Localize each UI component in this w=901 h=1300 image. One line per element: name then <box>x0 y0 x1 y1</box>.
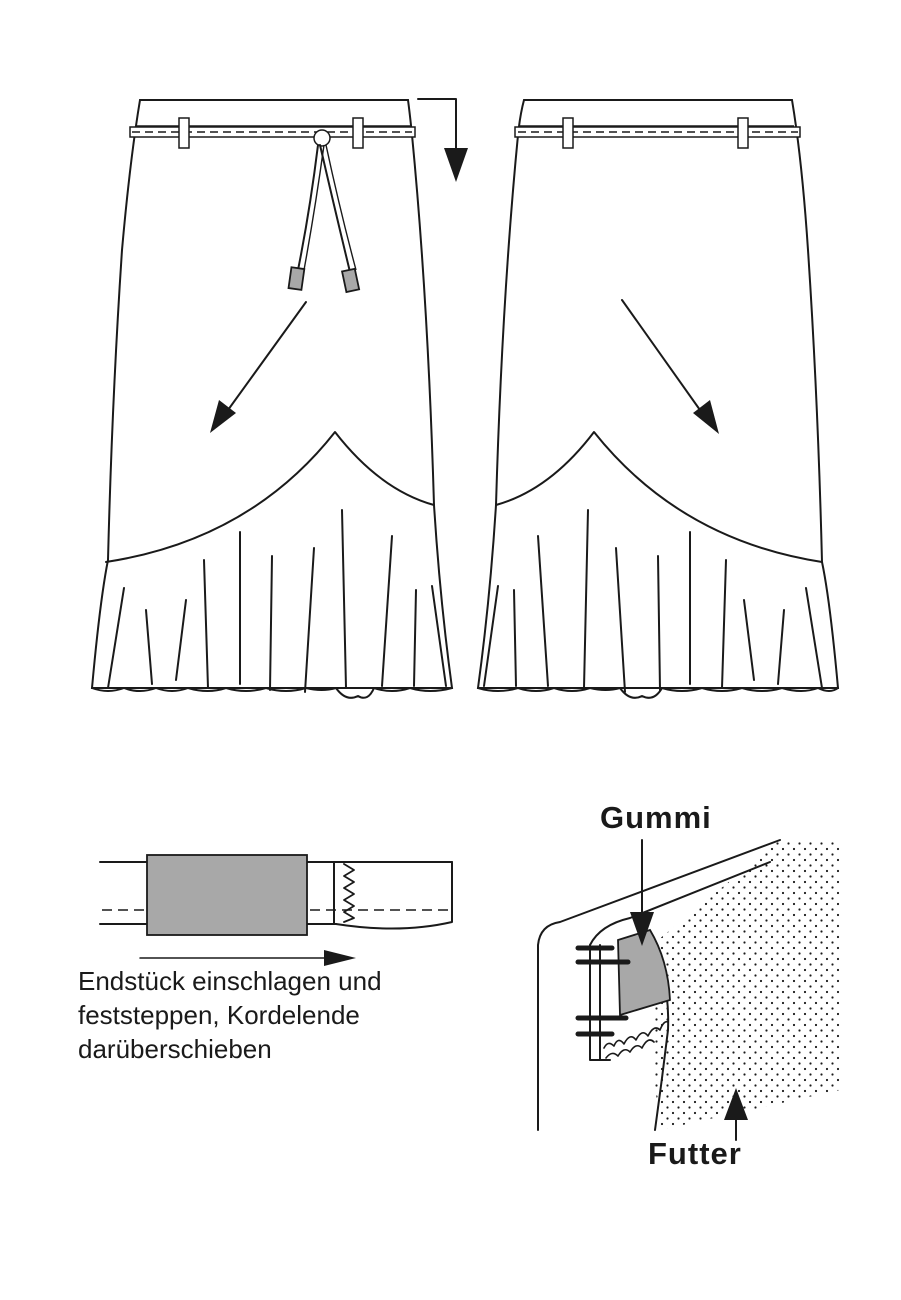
cord-end-sleeve <box>146 854 308 936</box>
turn-view-arrow-shaft <box>417 98 457 153</box>
back-flounce-seam <box>495 431 823 563</box>
skirt-back-view <box>476 99 840 699</box>
front-flounce-seam <box>105 431 435 563</box>
front-grain-arrow-shaft <box>227 301 307 411</box>
front-hem-wave <box>91 687 453 699</box>
elastic-pointer-head <box>630 912 654 946</box>
front-flounce-folds <box>107 509 447 693</box>
lining-pointer-head <box>724 1088 748 1120</box>
drawstring-cord-left <box>297 144 319 271</box>
label-lining: Futter <box>648 1136 742 1171</box>
instruction-line-2: feststeppen, Kordelende <box>78 1000 360 1030</box>
drawstring-cord-left-inner <box>303 144 325 271</box>
cord-strip-end <box>335 861 453 930</box>
drawstring-tip-left <box>287 266 306 291</box>
skirt-back-belt-loop-left <box>562 117 574 149</box>
slide-direction-arrow-head <box>324 950 356 966</box>
lining-fabric <box>653 840 840 1130</box>
back-flounce-folds <box>483 509 823 693</box>
instruction-line-1: Endstück einschlagen und <box>78 966 382 996</box>
drawstring-tip-right <box>340 267 361 294</box>
zigzag-stitch <box>343 863 355 923</box>
waistband-cross-section: Gummi Futter <box>537 800 840 1171</box>
label-elastic: Gummi <box>600 800 712 835</box>
elastic-band <box>617 928 671 1017</box>
outer-fabric-fold <box>537 839 781 1131</box>
drawstring-cord-right-inner <box>325 144 357 271</box>
back-grain-arrow-head <box>693 400 719 434</box>
turn-view-arrow-head <box>444 148 468 182</box>
cord-end-detail: Endstück einschlagen und feststeppen, Ko… <box>78 854 453 1064</box>
skirt-back-belt-loop-right <box>737 117 749 149</box>
skirt-front-outline <box>90 99 454 689</box>
skirt-front-cord-channel <box>129 126 416 138</box>
skirt-back-cord-channel <box>514 126 801 138</box>
back-grain-arrow-shaft <box>621 299 701 411</box>
skirt-front-belt-loop-left <box>178 117 190 149</box>
outer-fabric-inner-layer <box>589 861 771 946</box>
channel-outer-wall <box>589 944 611 1061</box>
drawstring-cord-right <box>319 144 351 273</box>
skirt-front-belt-loop-right <box>352 117 364 149</box>
front-grain-arrow-head <box>210 400 236 433</box>
ruffled-seam-allowance <box>603 1020 669 1049</box>
skirt-front-view <box>90 98 468 699</box>
instruction-line-3: darüberschieben <box>78 1034 272 1064</box>
ruffled-seam-allowance-lower <box>605 1039 655 1059</box>
back-hem-wave <box>477 687 839 699</box>
drawstring-knot <box>313 129 331 147</box>
